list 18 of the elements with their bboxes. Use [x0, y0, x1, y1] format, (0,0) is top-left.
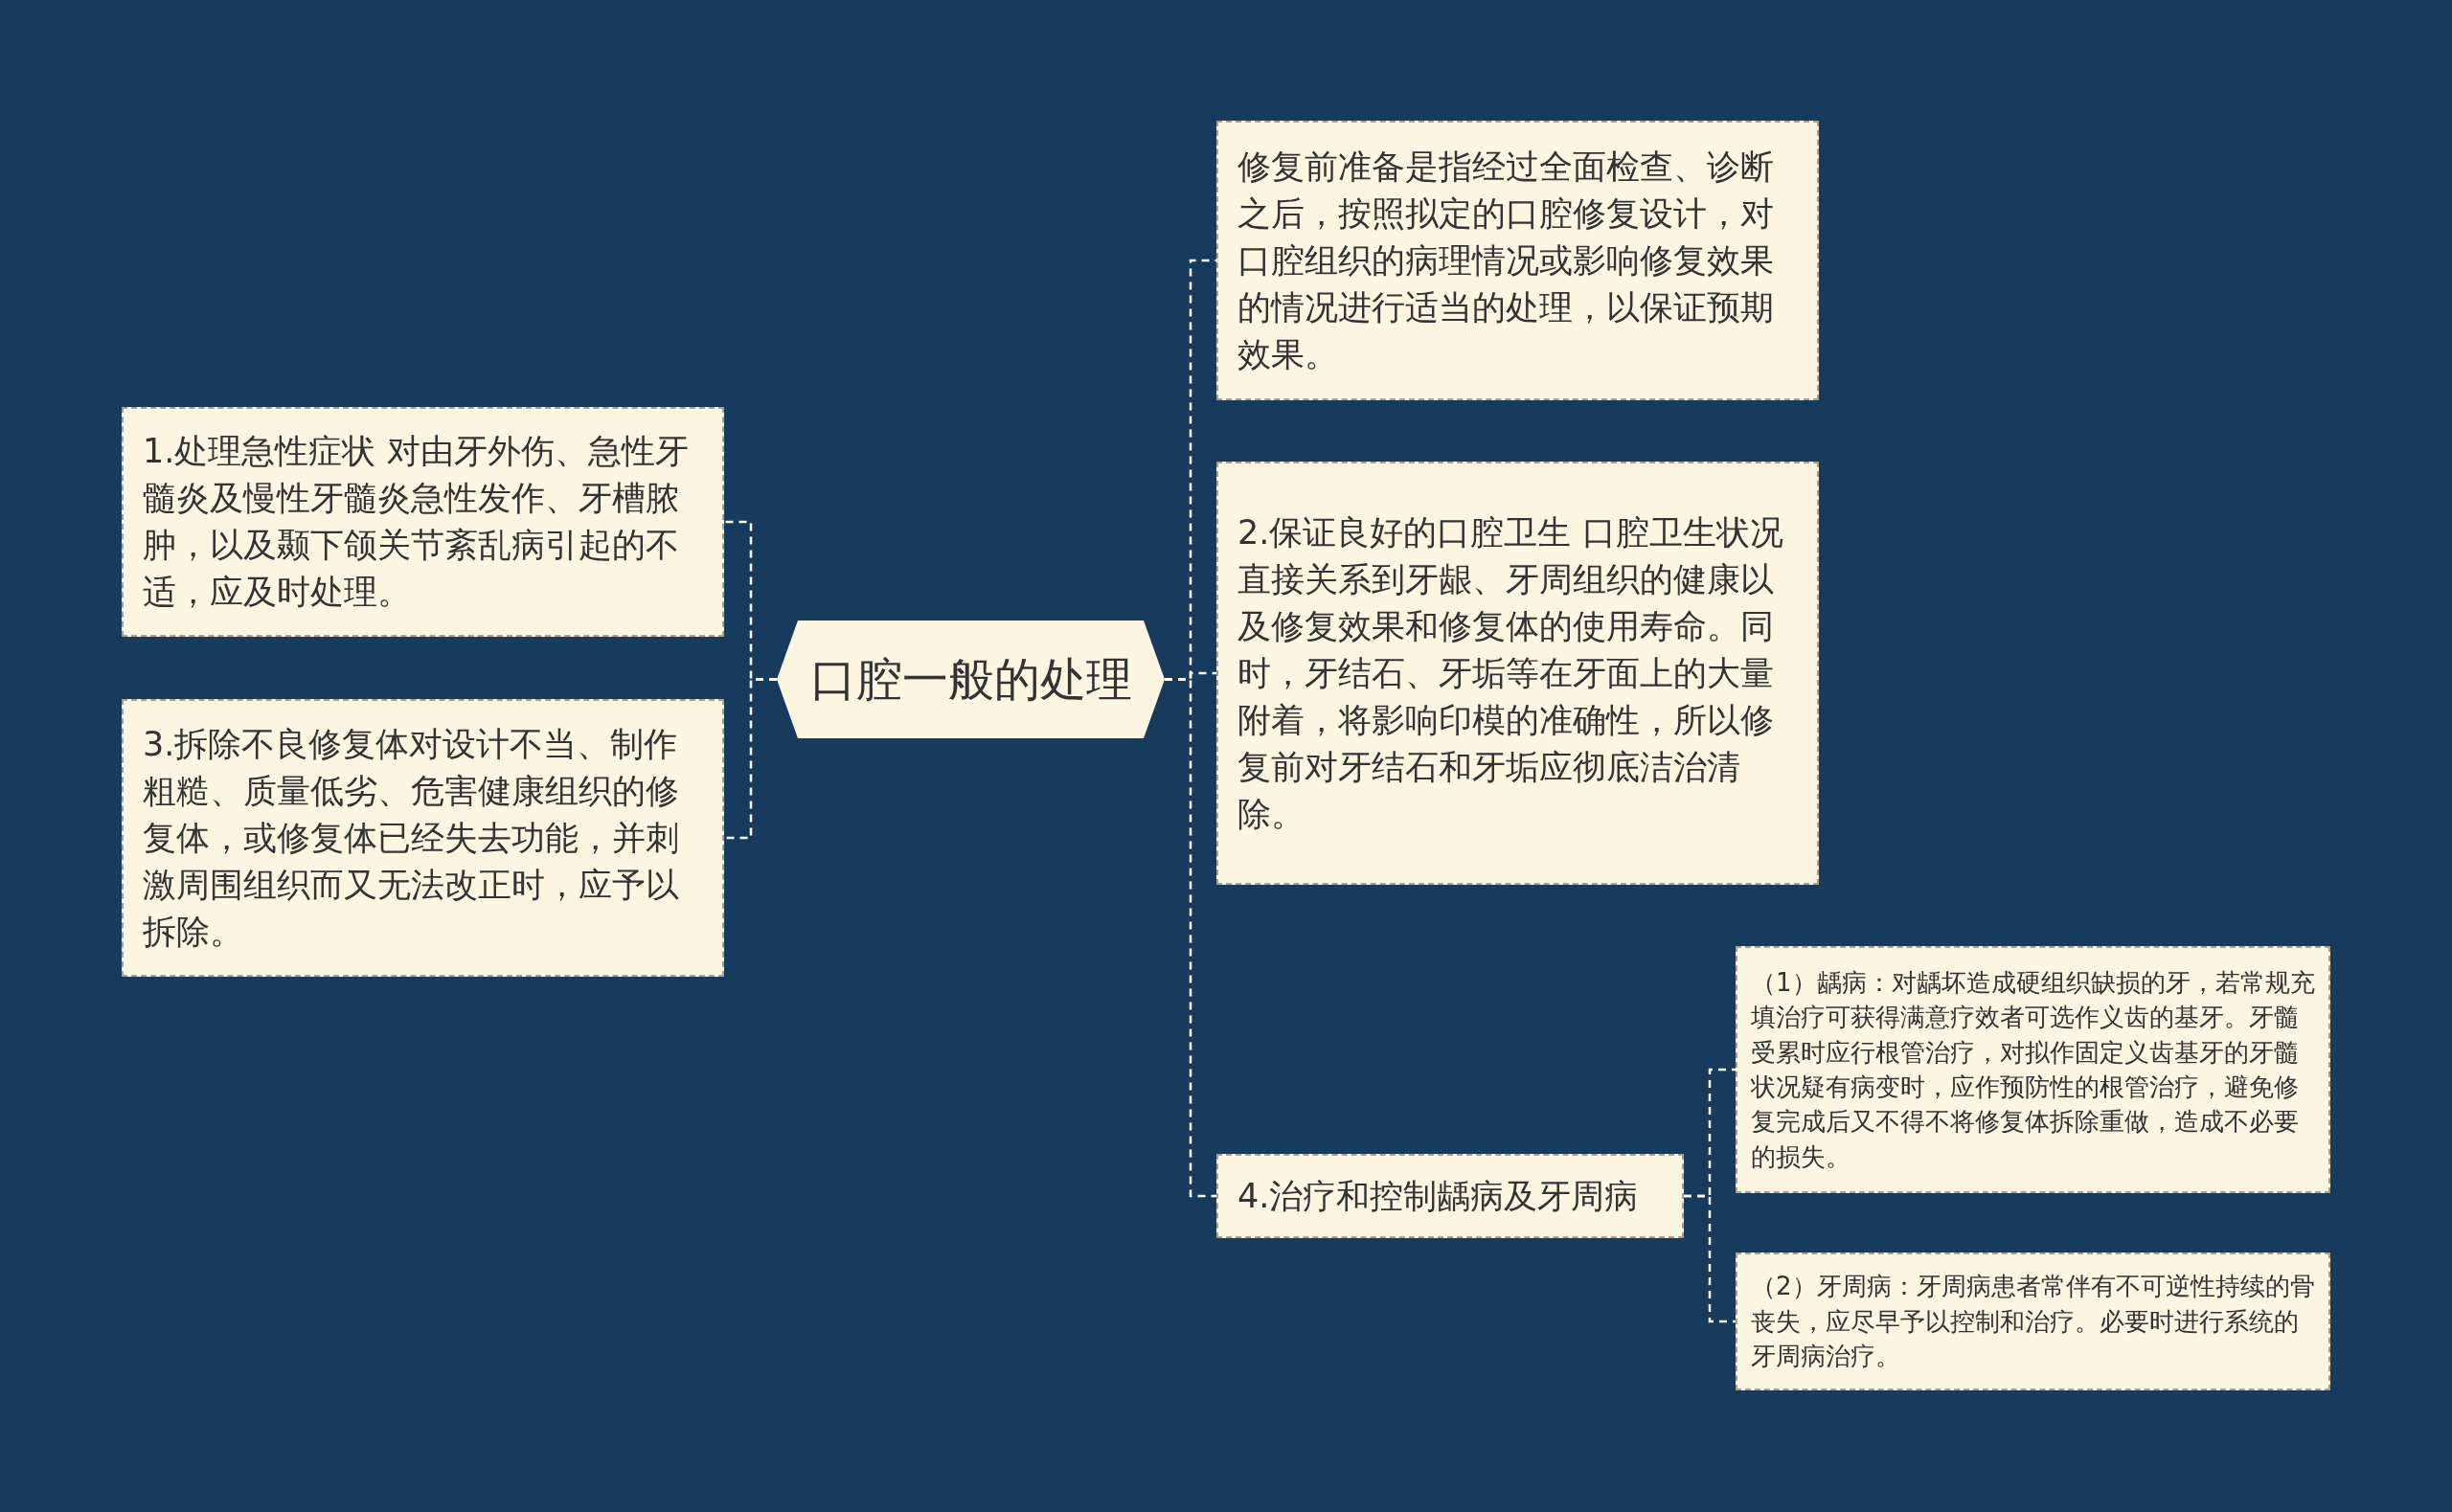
card-text: 修复前准备是指经过全面检查、诊断之后，按照拟定的口腔修复设计，对口腔组织的病理情况或影响修复效果的情况进行适当的处理，以保证预期效果。 — [1237, 146, 1775, 375]
text-card — [122, 699, 724, 977]
text-card — [1736, 1252, 2330, 1390]
connector-line — [1165, 678, 1216, 1198]
text-card — [1216, 1154, 1684, 1238]
card-text: 2.保证良好的口腔卫生 口腔卫生状况直接关系到牙龈、牙周组织的健康以及修复效果和修复体的使用寿命。同时，牙结石、牙垢等在牙面上的大量附着，将影响印模的准确性，所以修复前对牙结石和牙垢应彻底洁治清除。 — [1237, 511, 1784, 835]
text-card — [1736, 946, 2330, 1193]
card-text: 1.处理急性症状 对由牙外伤、急性牙髓炎及慢性牙髓炎急性发作、牙槽脓肿，以及颞下颌关节紊乱病引起的不适，应及时处理。 — [143, 431, 690, 613]
card-text: （1）龋病：对龋坏造成硬组织缺损的牙，若常规充填治疗可获得满意疗效者可选作义齿的基牙。牙髓受累时应行根管治疗，对拟作固定义齿基牙的牙髓状况疑有病变时，应作预防性的根管治疗，避免修复完成后又不得不将修复体拆除重做，造成不必要的损失。 — [1751, 966, 2315, 1173]
text-card — [122, 407, 724, 637]
connector-line — [724, 678, 777, 840]
topic-title: 口腔一般的处理 — [809, 650, 1132, 708]
text-card — [1216, 462, 1819, 885]
connector-line — [1684, 1194, 1736, 1323]
text-card — [1216, 121, 1819, 400]
card-text: （2）牙周病：牙周病患者常伴有不可逆性持续的骨丧失，应尽早予以控制和治疗。必要时进行系统的牙周病治疗。 — [1751, 1271, 2315, 1373]
card-text: 3.拆除不良修复体对设计不当、制作粗糙、质量低劣、危害健康组织的修复体，或修复体已经失去功能，并刺激周围组织而又无法改正时，应予以拆除。 — [143, 723, 680, 953]
card-text: 4.治疗和控制龋病及牙周病 — [1237, 1175, 1639, 1217]
